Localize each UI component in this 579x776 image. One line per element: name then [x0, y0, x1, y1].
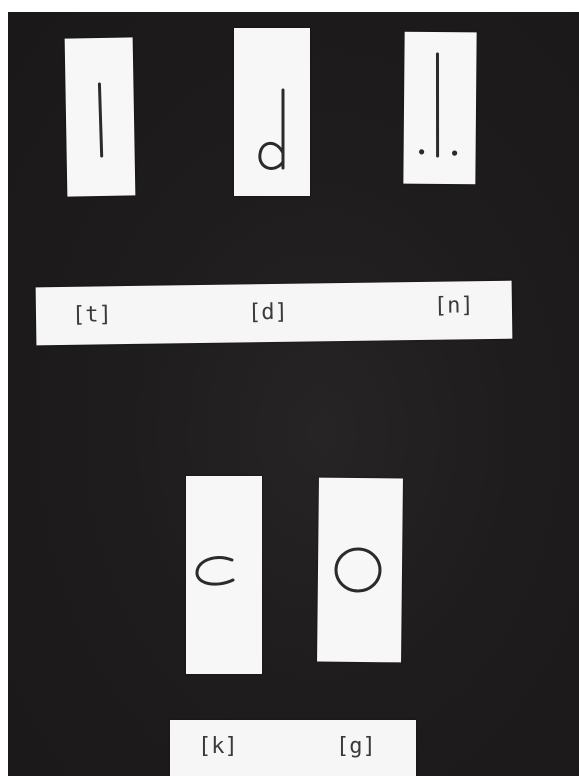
vertical-line-symbol: [65, 37, 136, 196]
label-t: [t]: [72, 302, 112, 328]
circle-symbol: [317, 478, 403, 663]
open-circle-symbol: [186, 476, 262, 674]
label-k: [k]: [198, 734, 238, 759]
card-letter-d: [234, 28, 310, 196]
sound-strip-top: [t] [d] [n]: [36, 281, 513, 346]
label-d: [d]: [248, 300, 288, 326]
card-open-circle: [186, 476, 262, 674]
card-circle: [317, 478, 403, 663]
line-with-dots-symbol: [403, 32, 476, 185]
sound-strip-bottom: [k] [g]: [170, 720, 416, 776]
label-n: [n]: [434, 293, 474, 319]
label-g: [g]: [336, 734, 376, 759]
letter-d-symbol: [234, 28, 310, 196]
card-vertical-line: [65, 37, 136, 196]
card-line-with-dots: [403, 32, 476, 185]
